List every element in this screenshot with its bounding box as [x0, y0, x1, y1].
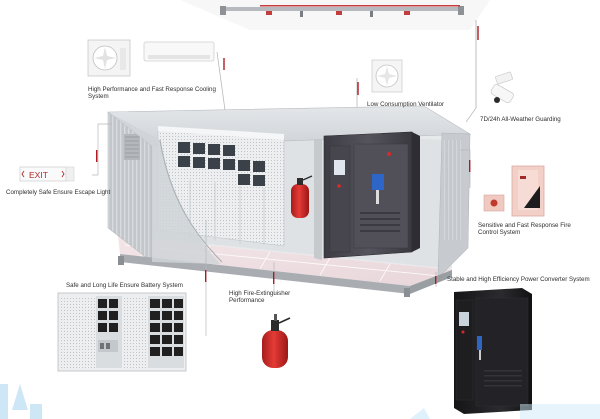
container-power-converter: [323, 131, 420, 259]
container-fire-extinguisher: [291, 175, 313, 218]
battery-racks: [157, 126, 285, 247]
exit-sign-text: EXIT: [29, 170, 48, 180]
ventilator-fan-icon: [371, 59, 403, 93]
extinguisher-label: High Fire-Extinguisher Performance: [229, 290, 291, 305]
battery-system-label: Safe and Long Life Ensure Battery System: [66, 282, 183, 289]
security-camera-icon: [490, 71, 514, 104]
fire-alarm-panel-icon: [483, 165, 545, 217]
split-ac-unit-icon: [143, 41, 215, 62]
exit-sign-icon: EXIT: [19, 166, 75, 182]
battery-cabinet-icon: [57, 292, 187, 372]
power-converter-cabinet-icon: [454, 288, 532, 414]
escape-light-label: Completely Safe Ensure Escape Light: [6, 189, 111, 196]
ceiling-pipe: [180, 0, 490, 30]
cooling-system-label: High Performance and Fast Response Cooli…: [88, 86, 216, 101]
cutaway-front-panel: [108, 112, 220, 264]
fire-extinguisher-icon: [262, 314, 291, 368]
background-decoration: [0, 384, 600, 419]
ventilator-label: Low Consumption Ventilator: [367, 101, 445, 108]
air-conditioner-icon: [87, 39, 131, 77]
converter-label: Stable and High Efficiency Power Convert…: [447, 276, 590, 283]
fire-control-label: Sensitive and Fast Response Fire Control…: [478, 222, 571, 237]
guarding-label: 7D/24h All-Weather Guarding: [480, 116, 561, 123]
